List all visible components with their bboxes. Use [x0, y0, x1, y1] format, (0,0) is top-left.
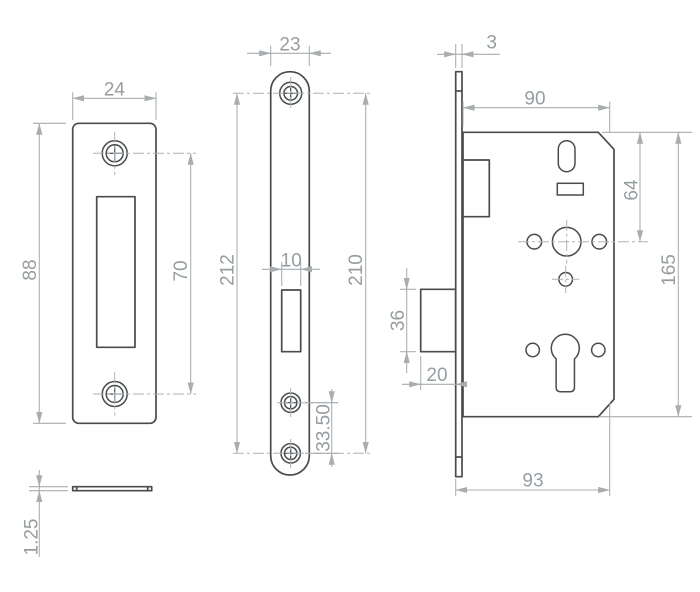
faceplate-outline	[269, 70, 311, 476]
dim-lower-hole-spacing-label: 33.50	[314, 404, 335, 452]
dimension-strike-hole-spacing: 70	[171, 153, 194, 395]
dimension-strike-thickness: 1.25	[21, 470, 68, 557]
dimension-faceplate-width: 23	[247, 34, 331, 66]
dim-case-depth-label: 90	[524, 89, 545, 110]
dim-strike-height-label: 88	[20, 259, 41, 280]
dim-strike-hole-spacing-label: 70	[171, 260, 192, 281]
dimension-faceplate-thickness: 3	[437, 33, 500, 68]
dimension-strike-height: 88	[20, 122, 66, 424]
lock-case-side-view: 3 90 64 165 36	[388, 33, 692, 496]
faceplate-front-view: 23 212 210 10 33.50	[218, 34, 370, 476]
strike-plate-outline	[71, 122, 157, 425]
lock-case-outline	[462, 131, 615, 418]
fixing-hole	[525, 342, 541, 358]
dimension-faceplate-hole-span: 210	[346, 93, 369, 454]
dimension-latch-slot-width: 10	[262, 250, 320, 286]
dim-top-to-spindle-label: 64	[622, 179, 643, 201]
dim-faceplate-thickness-label: 3	[486, 33, 497, 54]
strike-plate-edge-outline	[71, 485, 153, 492]
latch-bolt	[462, 159, 491, 218]
fixing-hole	[590, 342, 606, 358]
strike-plate-front-view: 24 88 70	[20, 79, 196, 425]
dim-strike-thickness-label: 1.25	[21, 519, 42, 556]
strike-plate-cutout	[95, 195, 136, 349]
dim-overall-depth-label: 93	[522, 471, 543, 492]
faceplate-edge	[454, 70, 463, 478]
dim-latch-slot-width-label: 10	[281, 250, 302, 271]
oval-slot-hole	[557, 139, 576, 173]
dim-strike-width-label: 24	[104, 79, 126, 100]
dimension-overall-depth: 93	[455, 403, 611, 496]
dimension-top-to-spindle: 64	[622, 132, 644, 242]
latch-slot	[280, 289, 302, 353]
dim-case-height-label: 165	[659, 254, 680, 286]
dimension-strike-width: 24	[72, 79, 157, 120]
dimension-lower-hole-spacing: 33.50	[305, 389, 338, 467]
dimension-faceplate-length: 212	[218, 93, 241, 454]
dimension-case-depth: 90	[462, 89, 611, 133]
rectangular-hole	[556, 182, 585, 196]
dimension-case-height: 165	[659, 132, 682, 418]
dimension-deadbolt-throw: 20	[402, 356, 468, 390]
strike-plate-edge-view: 1.25	[21, 470, 153, 557]
dim-faceplate-length-label: 212	[218, 254, 239, 286]
dim-faceplate-hole-span-label: 210	[346, 254, 367, 286]
dimension-deadbolt-height: 36	[388, 268, 416, 373]
deadbolt	[419, 288, 457, 353]
dim-faceplate-width-label: 23	[279, 34, 300, 55]
dim-deadbolt-height-label: 36	[388, 310, 409, 331]
euro-cylinder-hole	[550, 333, 581, 393]
dim-deadbolt-throw-label: 20	[426, 365, 447, 386]
